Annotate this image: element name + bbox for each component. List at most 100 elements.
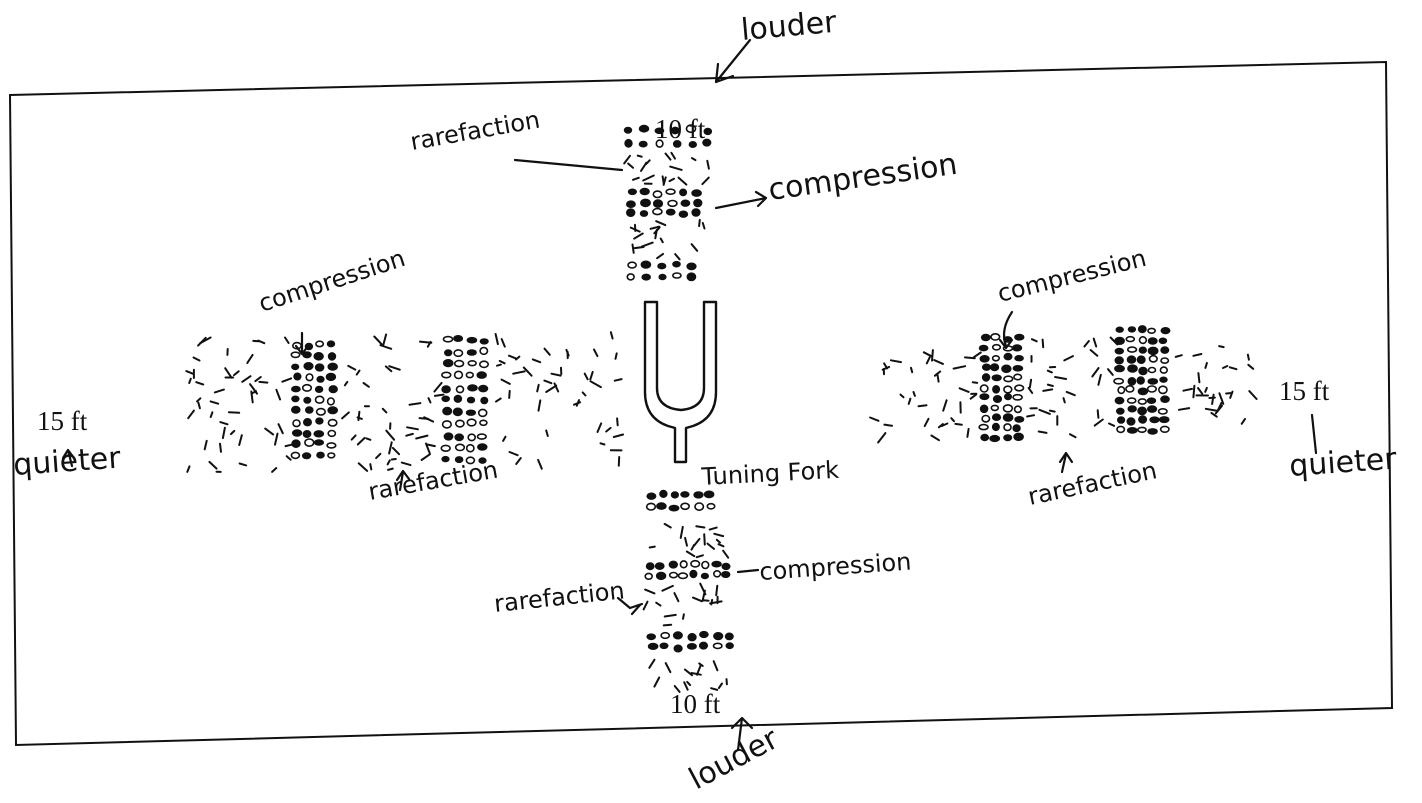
compression-particle xyxy=(994,396,1002,402)
rarefaction-particle xyxy=(1198,388,1202,394)
compression-particle xyxy=(1015,417,1023,422)
compression-particle xyxy=(692,209,700,216)
top-compression-arrow xyxy=(716,192,766,208)
bottom-rarefaction-label: rarefaction xyxy=(493,576,626,618)
compression-particle xyxy=(653,209,662,215)
compression-particle xyxy=(316,418,323,424)
rarefaction-particle xyxy=(420,342,431,343)
compression-particle xyxy=(467,410,476,415)
compression-particle xyxy=(660,643,667,648)
rarefaction-particle xyxy=(657,254,663,258)
rarefaction-particle xyxy=(702,178,708,185)
rarefaction-particle xyxy=(545,349,550,355)
rarefaction-particle xyxy=(696,526,704,527)
compression-particle xyxy=(982,416,989,422)
bottom-compression-label: compression xyxy=(758,547,912,586)
rarefaction-particle xyxy=(1205,363,1207,368)
compression-particle xyxy=(291,352,299,357)
compression-particle xyxy=(681,503,689,509)
rarefaction-particle xyxy=(585,374,588,380)
rarefaction-particle xyxy=(615,379,622,381)
rarefaction-particle xyxy=(410,403,421,405)
rarefaction-particle xyxy=(707,161,709,169)
rarefaction-particle xyxy=(1043,340,1044,348)
rarefaction-particle xyxy=(345,382,347,385)
compression-particle xyxy=(980,394,988,399)
rarefaction-particle xyxy=(681,527,683,538)
compression-particle xyxy=(647,563,654,569)
rarefaction-particle xyxy=(943,400,946,410)
compression-particle xyxy=(444,360,453,367)
compression-particle xyxy=(1118,387,1124,394)
top-rarefaction-line xyxy=(515,160,622,170)
rarefaction-particle xyxy=(388,469,393,470)
compression-particle xyxy=(1015,406,1022,412)
rarefaction-particle xyxy=(393,448,399,454)
compression-particle xyxy=(674,645,682,651)
rarefaction-particle xyxy=(870,418,878,421)
rarefaction-particle xyxy=(693,598,702,602)
compression-particle xyxy=(442,372,451,377)
compression-particle xyxy=(1137,377,1144,384)
rarefaction-particle xyxy=(196,382,203,384)
compression-particle xyxy=(1127,418,1134,425)
rarefaction-particle xyxy=(539,400,541,410)
compression-particle xyxy=(1126,337,1134,342)
compression-particle xyxy=(467,445,474,452)
compression-particle xyxy=(1138,427,1146,432)
compression-particle xyxy=(303,431,310,437)
compression-particle xyxy=(640,189,649,195)
rarefaction-particle xyxy=(231,431,234,434)
rarefaction-particle xyxy=(247,355,252,363)
compression-particle xyxy=(673,262,680,267)
rarefaction-particle xyxy=(509,356,516,359)
rarefaction-particle xyxy=(954,366,966,368)
rarefaction-particle xyxy=(359,463,367,471)
compression-particle xyxy=(314,353,323,360)
rarefaction-particle xyxy=(1043,389,1052,391)
rarefaction-particle xyxy=(500,361,505,363)
compression-particle xyxy=(477,372,486,378)
rarefaction-particle xyxy=(692,158,696,160)
compression-particle xyxy=(328,420,336,426)
compression-particle xyxy=(314,431,323,437)
rarefaction-particle xyxy=(229,412,239,413)
rarefaction-particle xyxy=(687,682,690,685)
compression-particle xyxy=(466,372,473,377)
compression-particle xyxy=(726,633,733,639)
rarefaction-particle xyxy=(1048,371,1052,373)
compression-particle xyxy=(1117,426,1124,432)
compression-particle xyxy=(1140,337,1147,344)
rarefaction-particle xyxy=(654,678,659,687)
compression-particle xyxy=(316,341,323,346)
top-compression-label: compression xyxy=(766,147,959,208)
compression-particle xyxy=(1013,366,1022,371)
compression-particle xyxy=(1002,365,1011,372)
rarefaction-particle xyxy=(1029,388,1033,393)
compression-particle xyxy=(1159,338,1166,343)
rarefaction-particle xyxy=(635,247,644,248)
rarefaction-particle xyxy=(719,684,722,689)
compression-particle xyxy=(1161,328,1169,334)
compression-particle xyxy=(647,634,655,639)
compression-particle xyxy=(712,562,721,567)
rarefaction-particle xyxy=(429,398,431,402)
rarefaction-particle xyxy=(286,445,292,446)
rarefaction-particle xyxy=(225,368,231,378)
compression-particle xyxy=(1004,424,1011,431)
compression-particle xyxy=(641,211,648,216)
compression-particle xyxy=(1149,347,1158,354)
tuning-fork-label: Tuning Fork xyxy=(700,456,840,491)
compression-particle xyxy=(1115,338,1124,345)
rarefaction-particle xyxy=(931,436,939,441)
compression-particle xyxy=(327,374,336,381)
compression-particle xyxy=(328,431,335,437)
compression-particle xyxy=(1013,345,1022,351)
rarefaction-particle xyxy=(911,368,912,372)
compression-particle xyxy=(479,409,487,416)
rarefaction-particle xyxy=(656,603,660,606)
compression-particle xyxy=(292,364,299,369)
rarefaction-particle xyxy=(594,350,597,357)
rarefaction-particle xyxy=(376,454,380,458)
